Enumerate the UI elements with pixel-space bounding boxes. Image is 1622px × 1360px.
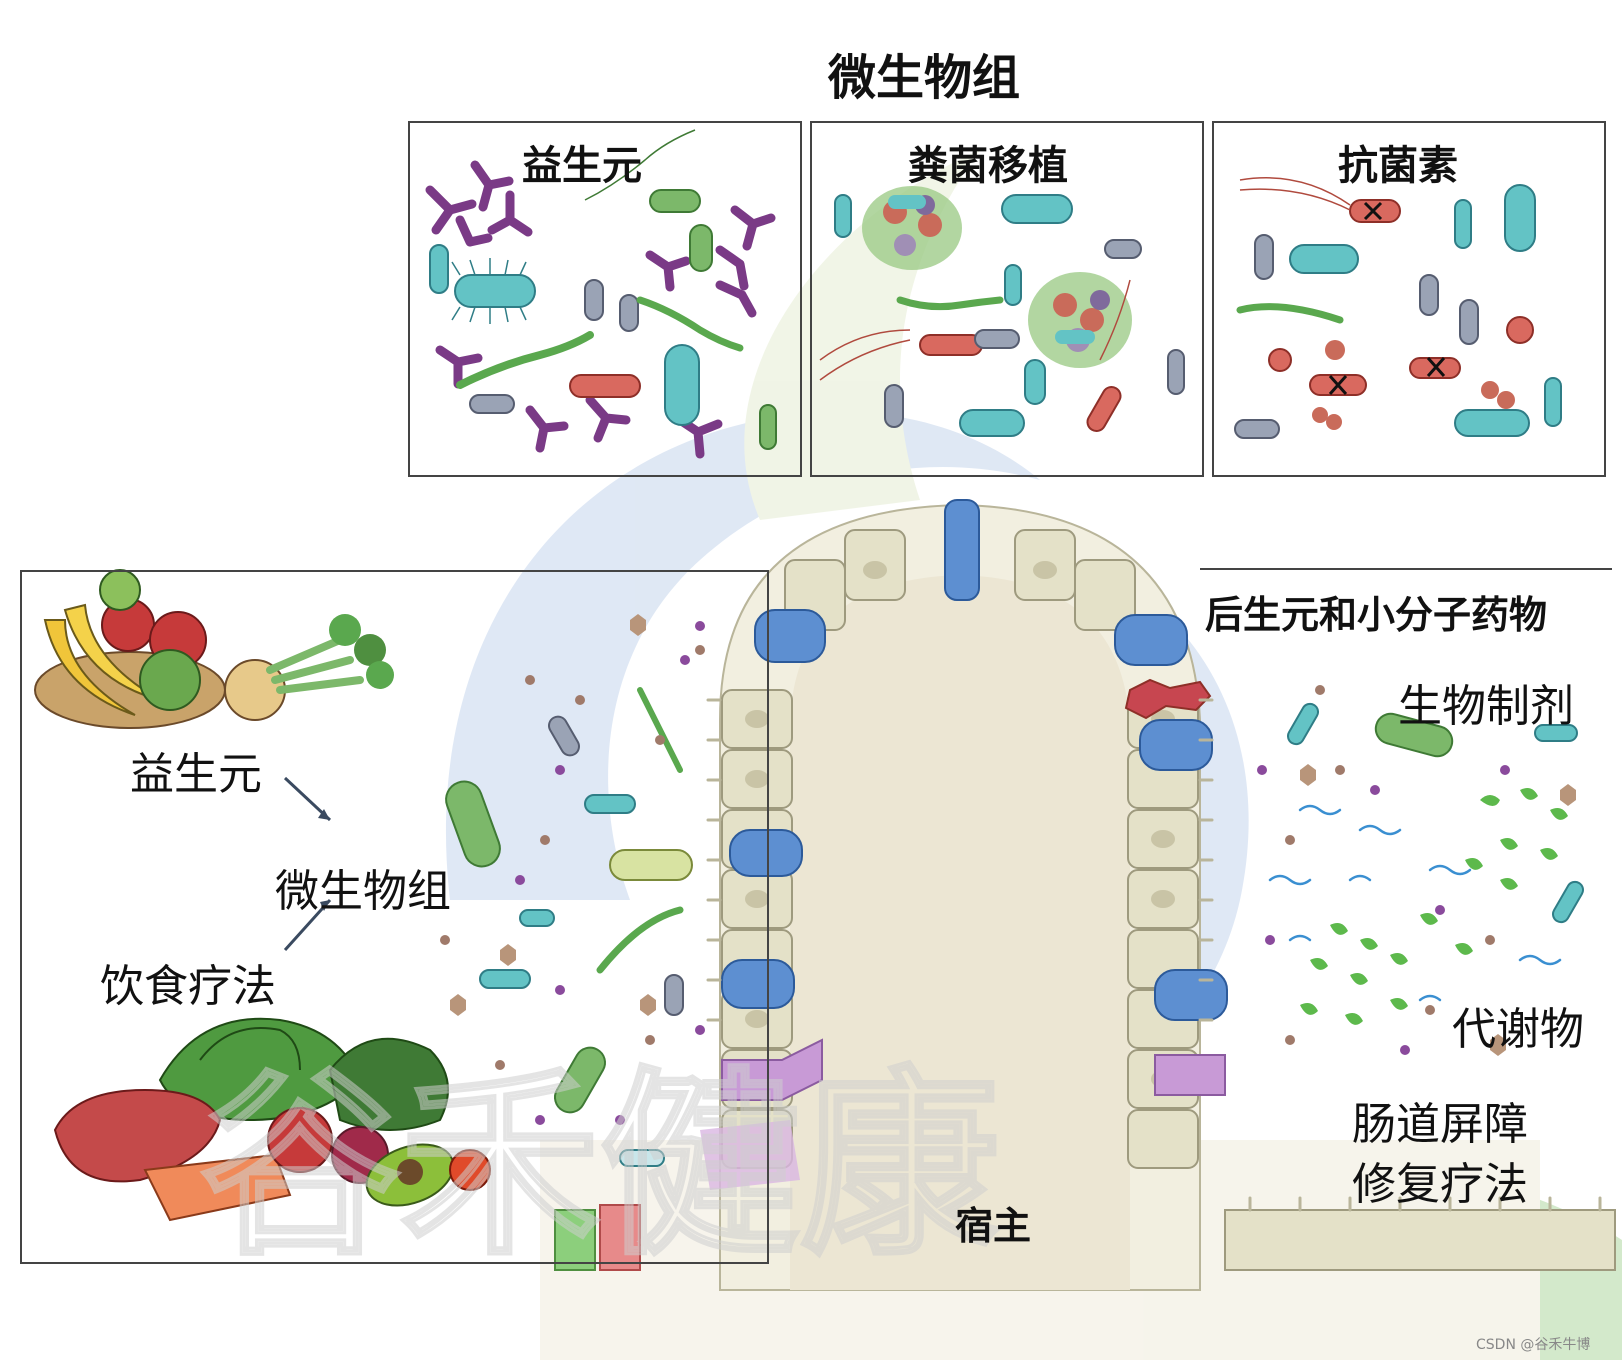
label-metabolites: 代谢物 (1452, 1004, 1584, 1055)
panel-diet (20, 570, 769, 1264)
panel-label-fmt: 粪菌移植 (908, 143, 1068, 189)
intestinal-villus (554, 499, 1616, 1291)
label-postbiotics: 后生元和小分子药物 (1205, 593, 1548, 637)
watermark: 谷禾健康 (200, 1050, 1000, 1283)
main-title: 微生物组 (828, 50, 1021, 106)
label-barrier-line1: 肠道屏障 (1352, 1099, 1528, 1150)
panel-fmt (810, 121, 1204, 477)
panel-antibiotics (1212, 121, 1606, 477)
lumen-bacteria (440, 614, 705, 1167)
label-diet-therapy: 饮食疗法 (100, 961, 276, 1012)
label-biologics: 生物制剂 (1398, 681, 1574, 732)
vegetables-illustration (53, 1017, 491, 1222)
label-microbiome: 微生物组 (275, 866, 451, 917)
panel-antibiotics-art (1234, 177, 1562, 439)
panel-fmt-art (819, 186, 1185, 437)
fruit-bowl-illustration (34, 569, 226, 729)
panel-label-antibiotics: 抗菌素 (1338, 143, 1458, 189)
label-barrier-line2: 修复疗法 (1352, 1159, 1528, 1210)
panel-postbiotics-side (1200, 568, 1608, 570)
panel-prebiotics-art (425, 129, 777, 459)
right-region-art (1257, 685, 1584, 1056)
arrow-diet-to-microbiome (283, 898, 332, 952)
panel-prebiotics (408, 121, 802, 477)
credit-text: CSDN @谷禾牛博 (1476, 1337, 1591, 1353)
panel-label-prebiotics: 益生元 (522, 143, 642, 189)
label-prebiotic-food: 益生元 (130, 749, 262, 800)
arrow-prebiotic-to-microbiome (283, 776, 332, 822)
onion-celery-illustration (224, 614, 394, 721)
label-host: 宿主 (955, 1204, 1032, 1248)
